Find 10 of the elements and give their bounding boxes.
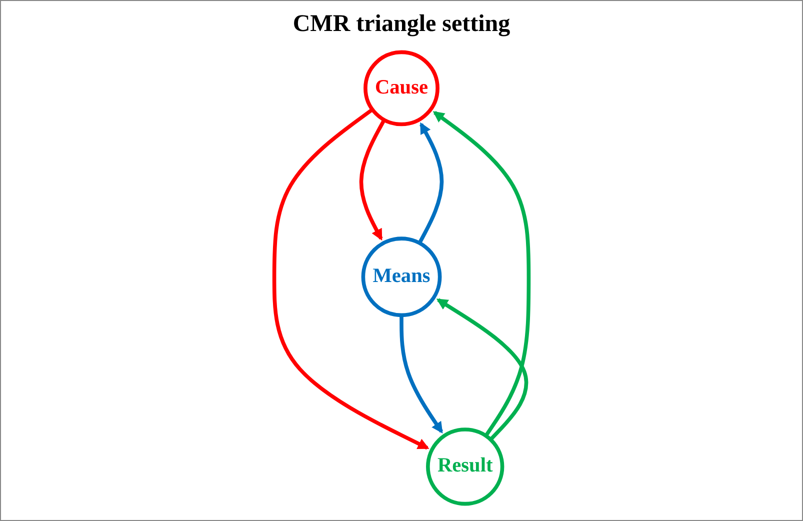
diagram-title: CMR triangle setting [292,11,510,38]
arrow [272,108,430,450]
arrow [359,118,386,241]
node-circle: Means [361,236,442,318]
arrow [418,122,444,244]
arrow [400,315,444,434]
node-circle: Cause [364,50,440,126]
arrow [436,298,528,441]
arrow [432,110,531,437]
node-circle: Result [426,428,504,506]
